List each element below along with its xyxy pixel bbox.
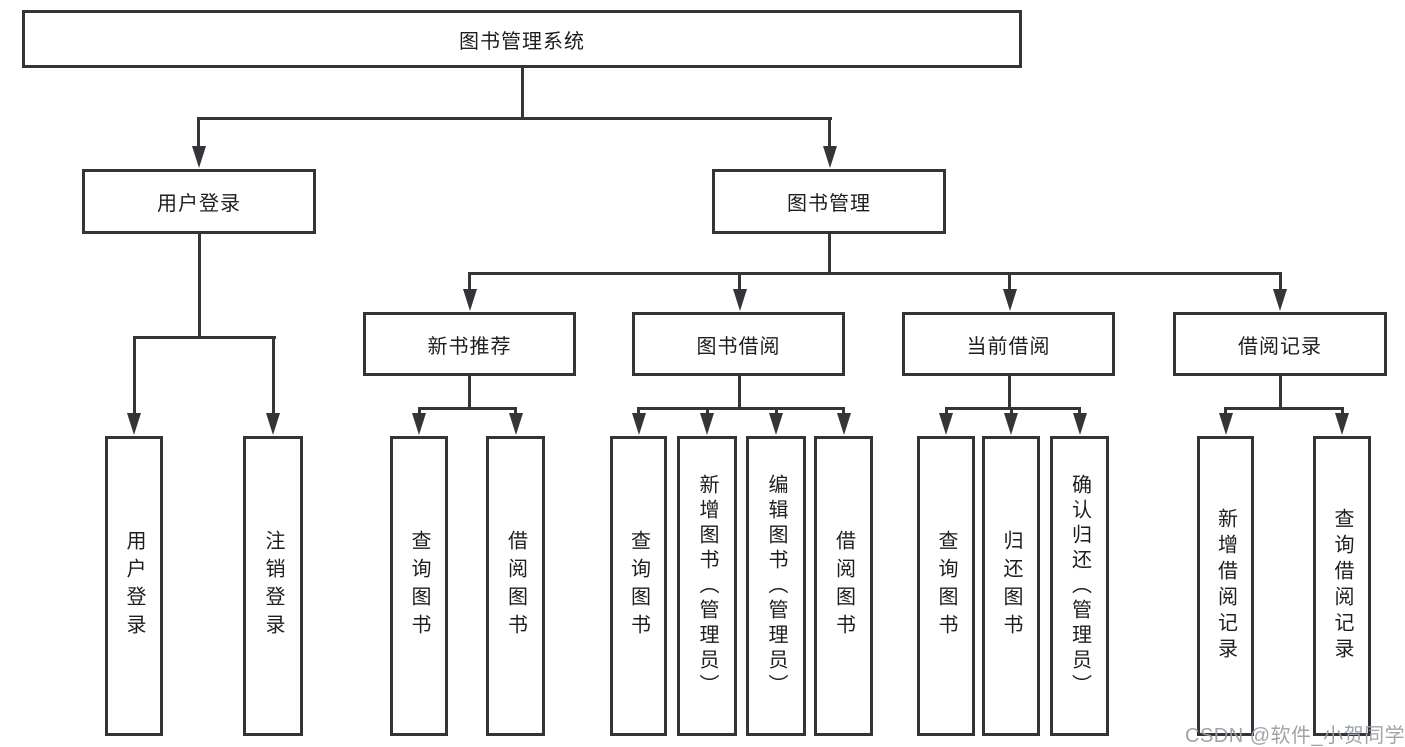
connector-drop-cb-confirm <box>1078 407 1081 416</box>
connector-drop-user-login <box>197 117 200 149</box>
connector-drop-bb-add <box>705 407 709 416</box>
connector-drop-nb-borrow <box>514 407 517 416</box>
arrowhead-bb-add <box>700 413 714 435</box>
node-current-borrow: 当前借阅 <box>902 312 1115 376</box>
connector-userlogin-stem <box>197 234 201 339</box>
node-book-management: 图书管理 <box>712 169 946 234</box>
leaf-borrow-book: 借阅图书 <box>814 436 873 736</box>
connector-borrowrecords-stem <box>1278 376 1282 410</box>
arrowhead-bb-edit <box>769 413 783 435</box>
arrowhead-leaf-logout <box>266 413 280 435</box>
arrowhead-bb-borrow <box>836 413 851 435</box>
arrowhead-br-query <box>1335 413 1349 435</box>
leaf-borrow-book-recommend: 借阅图书 <box>486 436 545 736</box>
leaf-add-borrow-record: 新增借阅记录 <box>1197 436 1254 736</box>
leaf-user-login: 用户登录 <box>105 436 163 736</box>
connector-level3-bus <box>468 272 1282 275</box>
node-label: 图书管理 <box>787 193 871 215</box>
arrowhead-cb-confirm <box>1072 413 1087 435</box>
connector-newbook-bus <box>417 407 517 410</box>
connector-drop-book-borrow <box>738 272 741 291</box>
connector-newbook-stem <box>468 376 471 410</box>
connector-currentborrow-stem <box>1008 376 1011 410</box>
leaf-query-book-current: 查询图书 <box>917 436 975 736</box>
leaf-edit-book-admin: 编辑图书（管理员） <box>746 436 806 736</box>
leaf-add-book-admin: 新增图书（管理员） <box>677 436 737 736</box>
connector-drop-nb-query <box>417 407 421 416</box>
node-book-borrow: 图书借阅 <box>632 312 845 376</box>
arrowhead-leaf-login <box>127 413 141 435</box>
connector-drop-cb-return <box>1009 407 1013 416</box>
node-label: 用户登录 <box>157 193 241 215</box>
connector-bookborrow-stem <box>738 376 741 410</box>
arrowhead-user-login <box>191 146 206 168</box>
connector-drop-leaf-logout <box>271 336 275 415</box>
connector-userlogin-bus <box>132 336 276 339</box>
arrowhead-cb-query <box>939 413 953 435</box>
arrowhead-bb-query <box>631 413 646 435</box>
connector-drop-new-book <box>468 272 471 291</box>
connector-level1-bus <box>197 117 832 120</box>
node-label: 新书推荐 <box>427 335 512 358</box>
leaf-query-borrow-record: 查询借阅记录 <box>1313 436 1371 736</box>
connector-bookborrow-bus <box>637 407 845 410</box>
connector-drop-br-query <box>1340 407 1344 416</box>
node-library-management-system: 图书管理系统 <box>22 10 1022 68</box>
connector-drop-borrow-records <box>1278 272 1282 291</box>
arrowhead-book-mgmt <box>822 146 837 168</box>
leaf-logout-login: 注销登录 <box>243 436 303 736</box>
leaf-query-book-borrow: 查询图书 <box>610 436 667 736</box>
node-label: 借阅记录 <box>1238 335 1322 358</box>
csdn-watermark: CSDN @软件_小贺同学 <box>1185 725 1405 747</box>
node-label: 图书管理系统 <box>459 30 585 53</box>
connector-bookmgmt-stem <box>827 234 831 275</box>
connector-drop-current-borrow <box>1008 272 1011 291</box>
connector-root-stem <box>520 68 524 118</box>
arrowhead-br-add <box>1218 413 1233 435</box>
connector-drop-bb-edit <box>774 407 778 416</box>
leaf-return-book: 归还图书 <box>982 436 1040 736</box>
connector-drop-bb-borrow <box>842 407 845 416</box>
arrowhead-current-borrow <box>1002 289 1017 311</box>
connector-drop-cb-query <box>944 407 948 416</box>
arrowhead-nb-query <box>412 413 426 435</box>
leaf-query-book-recommend: 查询图书 <box>390 436 448 736</box>
node-label: 当前借阅 <box>966 335 1051 358</box>
connector-drop-br-add <box>1224 407 1227 416</box>
leaf-confirm-return-admin: 确认归还（管理员） <box>1050 436 1109 736</box>
arrowhead-new-book <box>462 289 477 311</box>
arrowhead-borrow-records <box>1273 289 1287 311</box>
node-new-book-recommend: 新书推荐 <box>363 312 576 376</box>
node-user-login: 用户登录 <box>82 169 316 234</box>
connector-drop-book-mgmt <box>828 117 831 149</box>
arrowhead-cb-return <box>1004 413 1018 435</box>
connector-drop-bb-query <box>637 407 640 416</box>
node-label: 图书借阅 <box>696 335 781 358</box>
connector-currentborrow-bus <box>944 407 1081 410</box>
arrowhead-nb-borrow <box>508 413 523 435</box>
arrowhead-book-borrow <box>732 289 747 311</box>
node-borrow-records: 借阅记录 <box>1173 312 1387 376</box>
connector-borrowrecords-bus <box>1224 407 1344 410</box>
connector-drop-leaf-login <box>132 336 136 415</box>
